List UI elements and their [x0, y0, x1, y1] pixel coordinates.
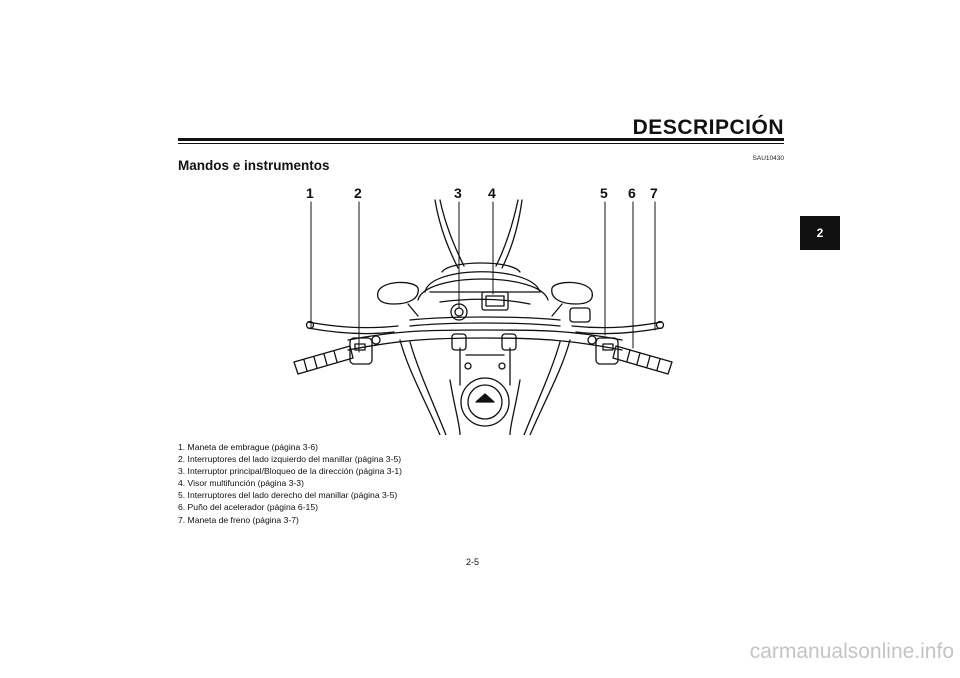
clutch-lever: [305, 320, 399, 335]
page-number: 2-5: [466, 557, 480, 567]
callout-item: 5. Interruptores del lado derecho del ma…: [178, 490, 398, 501]
chapter-tab: 2: [800, 216, 840, 250]
header-rule: [178, 138, 784, 141]
right-mirror: [551, 281, 594, 317]
callout-number-7: 7: [650, 185, 658, 201]
callout-legend: 1. Maneta de embrague (página 3-6) 2. In…: [178, 441, 402, 526]
brake-lever: [569, 307, 665, 335]
callout-number-6: 6: [628, 185, 636, 201]
chapter-title: DESCRIPCIÓN: [632, 116, 784, 139]
left-grip: [293, 345, 354, 375]
right-switches: [587, 335, 619, 365]
callout-item: 1. Maneta de embrague (página 3-6): [178, 442, 318, 452]
left-mirror: [376, 281, 419, 317]
callout-item: 3. Interruptor principal/Bloqueo de la d…: [178, 466, 403, 477]
callout-number-4: 4: [488, 185, 496, 201]
callout-number-1: 1: [306, 185, 314, 201]
fuel-cap: [460, 377, 510, 427]
handlebar-illustration: 1 2 3 4 5 6 7: [293, 185, 673, 435]
leader-lines: [310, 201, 656, 353]
callout-item: 6. Puño del acelerador (página 6-15): [178, 502, 318, 513]
frame-outline: [399, 339, 571, 435]
callout-number-3: 3: [454, 185, 462, 201]
right-grip: [612, 345, 673, 375]
callout-number-2: 2: [354, 185, 362, 201]
callout-item: 2. Interruptores del lado izquierdo del …: [178, 454, 402, 465]
header-rule-thin: [178, 143, 784, 144]
left-switches: [349, 335, 381, 365]
section-title: Mandos e instrumentos: [178, 158, 330, 173]
instrument-area: [439, 291, 531, 321]
callout-item: 7. Maneta de freno (página 3-7): [178, 514, 299, 525]
callout-item: 4. Visor multifunción (página 3-3): [178, 478, 304, 489]
steering-stem: [451, 333, 517, 386]
fairing: [417, 199, 549, 301]
callout-number-5: 5: [600, 185, 608, 201]
section-code: SAU10430: [752, 155, 784, 162]
watermark: carmanualsonline.info: [749, 640, 954, 663]
handlebar: [347, 316, 623, 351]
